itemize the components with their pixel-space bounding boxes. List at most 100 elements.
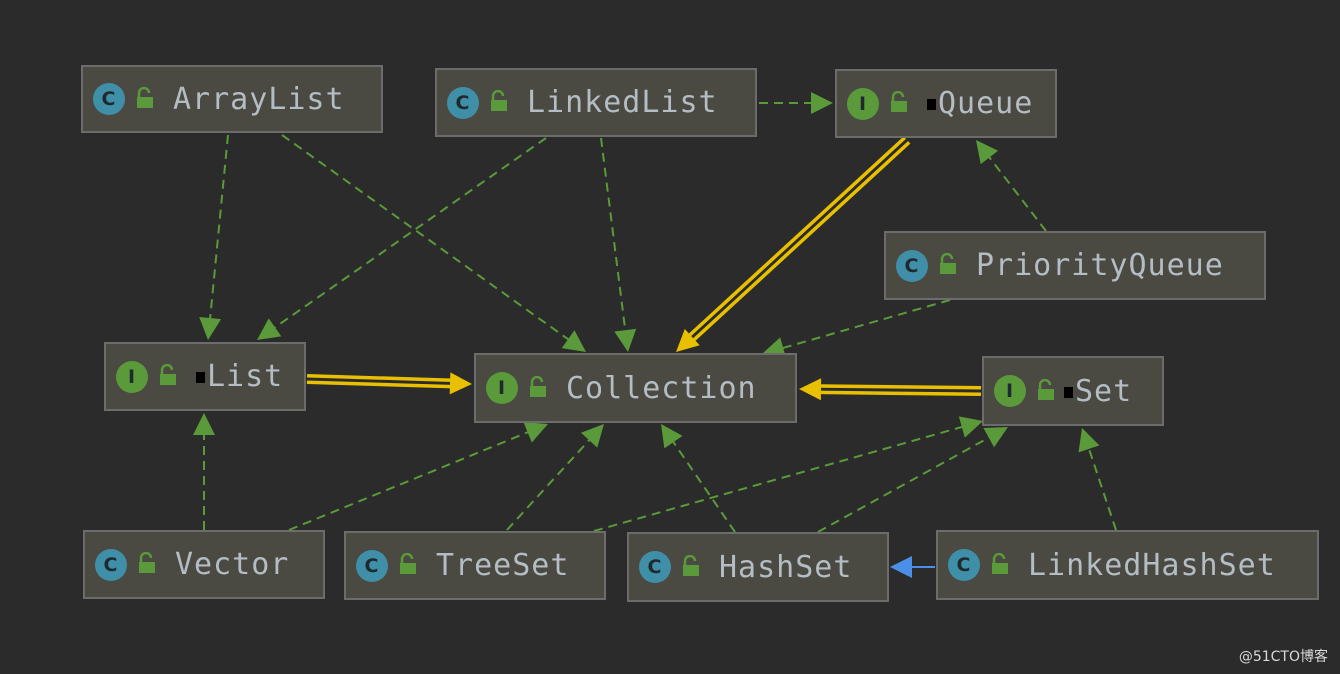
node-arraylist[interactable]: C ArrayList (81, 65, 383, 133)
node-linkedlist[interactable]: C LinkedList (435, 68, 757, 137)
edge-treeset-to-set-line (593, 425, 965, 532)
edge-linkedhashset-to-set (1087, 446, 1117, 531)
edge-linkedlist-to-collection-arrowhead (614, 328, 637, 352)
edge-priorityqueue-to-queue-arrowhead (976, 140, 999, 165)
unlocked-padlock-icon (158, 359, 178, 394)
edge-hashset-to-set (817, 435, 991, 533)
node-label: Queue (927, 86, 1033, 121)
node-priorityqueue[interactable]: C PriorityQueue (884, 231, 1266, 300)
edge-arraylist-to-list-arrowhead (199, 317, 222, 340)
node-list[interactable]: I List (104, 342, 306, 411)
edge-queue-to-collection (687, 136, 911, 343)
edge-list-to-collection-line (307, 374, 453, 382)
unlocked-padlock-icon (528, 371, 548, 406)
unlocked-padlock-icon (398, 548, 418, 583)
unlocked-padlock-icon (137, 547, 157, 582)
node-label: Set (1064, 374, 1132, 409)
edge-set-to-collection-line (819, 384, 982, 390)
edge-linkedhashset-to-set-line (1087, 446, 1117, 531)
node-label: Vector (175, 547, 290, 582)
unlocked-padlock-icon (1036, 374, 1056, 409)
edge-linkedlist-to-list-arrowhead (257, 318, 282, 340)
interface-icon: I (847, 87, 879, 120)
edge-linkedlist-to-collection-line (600, 137, 627, 333)
edge-arraylist-to-collection (281, 134, 571, 342)
edge-vector-to-collection-arrowhead (523, 422, 548, 443)
class-icon: C (93, 83, 125, 115)
node-label: HashSet (719, 549, 853, 585)
class-icon: C (948, 549, 980, 581)
watermark: @51CTO博客 (1238, 649, 1328, 665)
node-label: Collection (566, 370, 757, 406)
node-label: List (196, 359, 283, 394)
node-label-text: Set (1075, 373, 1133, 409)
edge-vector-to-list-arrowhead (193, 413, 215, 435)
edge-hashset-to-set-line (817, 435, 991, 533)
unlocked-padlock-icon (889, 86, 909, 121)
edge-priorityqueue-to-collection-line (780, 299, 951, 350)
edge-treeset-to-collection-arrowhead (581, 424, 604, 448)
node-label: LinkedHashSet (1028, 547, 1276, 583)
node-label: LinkedList (527, 85, 718, 120)
node-label: PriorityQueue (976, 248, 1224, 283)
unlocked-padlock-icon (990, 548, 1010, 583)
edge-queue-to-collection-line (691, 141, 911, 343)
edge-treeset-to-set (593, 425, 965, 532)
node-treeset[interactable]: C TreeSet (344, 531, 606, 600)
edge-set-to-collection-line (818, 390, 981, 396)
edge-linkedlist-to-list (272, 137, 547, 330)
edge-priorityqueue-to-queue (987, 155, 1047, 232)
node-label-text: Queue (938, 86, 1034, 121)
edge-vector-to-collection-line (288, 430, 530, 531)
edge-arraylist-to-list-line (208, 134, 229, 321)
edge-list-to-collection-arrowhead (449, 372, 472, 395)
unlocked-padlock-icon (938, 248, 958, 283)
marker-icon (927, 99, 936, 110)
node-vector[interactable]: C Vector (83, 530, 325, 599)
edge-treeset-to-collection-line (506, 438, 592, 531)
interface-icon: I (994, 375, 1026, 407)
edge-linkedlist-to-list-line (272, 137, 547, 330)
edge-list-to-collection (306, 374, 453, 389)
node-set[interactable]: I Set (982, 356, 1164, 426)
edge-queue-to-collection-line (687, 136, 907, 338)
edge-hashset-to-collection (671, 439, 736, 533)
node-label: ArrayList (173, 81, 345, 117)
marker-icon (1064, 386, 1073, 398)
edge-linkedlist-to-collection (600, 137, 627, 333)
edge-hashset-to-set-arrowhead (983, 427, 1008, 448)
node-label-text: List (207, 359, 284, 394)
unlocked-padlock-icon (681, 550, 701, 585)
edge-vector-to-collection (288, 430, 530, 531)
class-icon: C (896, 249, 928, 282)
unlocked-padlock-icon (135, 82, 155, 117)
edge-linkedlist-to-queue-arrowhead (811, 92, 833, 114)
edge-set-to-collection-arrowhead (799, 378, 822, 401)
class-icon: C (447, 86, 479, 119)
unlocked-padlock-icon (489, 85, 509, 120)
class-icon: C (95, 548, 127, 581)
edge-arraylist-to-list (208, 134, 229, 321)
edge-treeset-to-collection (506, 438, 592, 531)
node-hashset[interactable]: C HashSet (627, 532, 889, 602)
edge-arraylist-to-collection-arrowhead (561, 330, 586, 352)
node-collection[interactable]: I Collection (474, 353, 797, 423)
edge-priorityqueue-to-queue-line (987, 155, 1047, 232)
edge-hashset-to-collection-line (671, 439, 736, 533)
node-label: TreeSet (436, 548, 570, 583)
edge-treeset-to-set-arrowhead (958, 416, 983, 438)
node-queue[interactable]: I Queue (835, 69, 1057, 138)
interface-icon: I (486, 372, 518, 404)
edge-priorityqueue-to-collection (780, 299, 951, 350)
node-linkedhashset[interactable]: C LinkedHashSet (936, 530, 1319, 600)
class-icon: C (639, 551, 671, 583)
edge-arraylist-to-collection-line (281, 134, 571, 342)
edge-hashset-to-collection-arrowhead (661, 424, 683, 449)
marker-icon (196, 372, 205, 383)
edge-queue-to-collection-arrowhead (676, 329, 700, 352)
edge-list-to-collection-line (306, 380, 452, 389)
class-icon: C (356, 549, 388, 582)
interface-icon: I (116, 360, 148, 393)
edge-linkedhashset-to-hashset-arrowhead (890, 556, 912, 578)
edge-linkedhashset-to-set-arrowhead (1078, 428, 1100, 453)
